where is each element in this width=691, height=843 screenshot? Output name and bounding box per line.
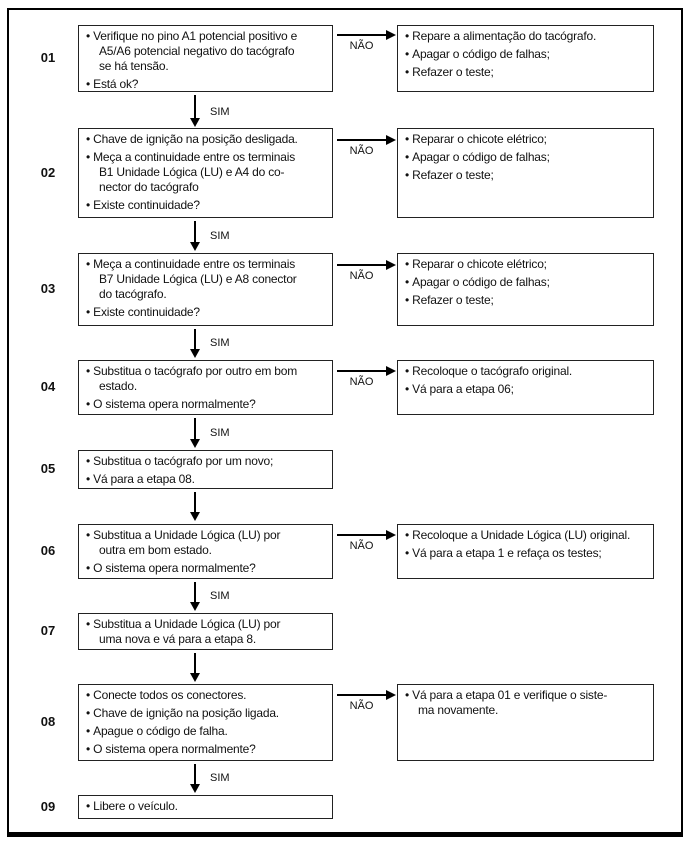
bullet-item: Substitua o tacógrafo por um novo;: [86, 454, 328, 469]
bullet-item: Vá para a etapa 01 e verifique o siste- …: [405, 688, 649, 718]
step-03-no-bullets: Reparar o chicote elétrico; Apagar o cód…: [405, 257, 649, 308]
step-03-bullets: Meça a continuidade entre os terminais B…: [86, 257, 328, 320]
arrow-right-icon: NÃO: [337, 690, 396, 712]
bullet-item: Vá para a etapa 08.: [86, 472, 328, 487]
no-label: NÃO: [349, 540, 374, 552]
step-02-box: Chave de ignição na posição desligada. M…: [78, 128, 333, 218]
step-01-number: 01: [40, 50, 56, 65]
step-01-no-box: Repare a alimentação do tacógrafo. Apaga…: [397, 25, 654, 92]
bullet-item: Reparar o chicote elétrico;: [405, 132, 649, 147]
step-01-box: Verifique no pino A1 potencial positivo …: [78, 25, 333, 92]
bullet-item: Verifique no pino A1 potencial positivo …: [86, 29, 328, 74]
bullet-item: Refazer o teste;: [405, 168, 649, 183]
bullet-item: Reparar o chicote elétrico;: [405, 257, 649, 272]
no-label: NÃO: [349, 700, 374, 712]
bullet-item: Substitua a Unidade Lógica (LU) por uma …: [86, 617, 328, 647]
bullet-item: Meça a continuidade entre os terminais B…: [86, 150, 328, 195]
no-label: NÃO: [349, 270, 374, 282]
bullet-item: Apague o código de falha.: [86, 724, 328, 739]
step-03-no-box: Reparar o chicote elétrico; Apagar o cód…: [397, 253, 654, 326]
step-04-bullets: Substitua o tacógrafo por outro em bom e…: [86, 364, 328, 412]
step-06-bullets: Substitua a Unidade Lógica (LU) por outr…: [86, 528, 328, 576]
step-05-box: Substitua o tacógrafo por um novo; Vá pa…: [78, 450, 333, 489]
step-08-box: Conecte todos os conectores. Chave de ig…: [78, 684, 333, 761]
arrow-down-icon: SIM: [190, 329, 230, 358]
yes-label: SIM: [210, 590, 230, 602]
step-09-box: Libere o veículo.: [78, 795, 333, 819]
yes-label: SIM: [210, 106, 230, 118]
bullet-item: Chave de ignição na posição ligada.: [86, 706, 328, 721]
step-08-number: 08: [40, 714, 56, 729]
bullet-item: Libere o veículo.: [86, 799, 328, 814]
arrow-down-icon: SIM: [190, 764, 230, 793]
bullet-item: Recoloque a Unidade Lógica (LU) original…: [405, 528, 649, 543]
bullet-item: Está ok?: [86, 77, 328, 92]
bullet-item: Apagar o código de falhas;: [405, 47, 649, 62]
step-07-number: 07: [40, 623, 56, 638]
bullet-item: Apagar o código de falhas;: [405, 150, 649, 165]
no-label: NÃO: [349, 376, 374, 388]
bullet-item: Existe continuidade?: [86, 305, 328, 320]
bullet-item: Refazer o teste;: [405, 65, 649, 80]
step-07-bullets: Substitua a Unidade Lógica (LU) por uma …: [86, 617, 328, 647]
bullet-item: Recoloque o tacógrafo original.: [405, 364, 649, 379]
step-02-bullets: Chave de ignição na posição desligada. M…: [86, 132, 328, 213]
bullet-item: O sistema opera normalmente?: [86, 561, 328, 576]
step-05-bullets: Substitua o tacógrafo por um novo; Vá pa…: [86, 454, 328, 487]
step-04-no-bullets: Recoloque o tacógrafo original. Vá para …: [405, 364, 649, 397]
step-06-box: Substitua a Unidade Lógica (LU) por outr…: [78, 524, 333, 579]
arrow-right-icon: NÃO: [337, 260, 396, 282]
no-label: NÃO: [349, 40, 374, 52]
step-01-bullets: Verifique no pino A1 potencial positivo …: [86, 29, 328, 92]
yes-label: SIM: [210, 230, 230, 242]
bullet-item: Vá para a etapa 06;: [405, 382, 649, 397]
bullet-item: Substitua a Unidade Lógica (LU) por outr…: [86, 528, 328, 558]
step-07-box: Substitua a Unidade Lógica (LU) por uma …: [78, 613, 333, 650]
bullet-item: Vá para a etapa 1 e refaça os testes;: [405, 546, 649, 561]
step-08-no-bullets: Vá para a etapa 01 e verifique o siste- …: [405, 688, 649, 718]
page-border: [7, 8, 683, 837]
step-08-no-box: Vá para a etapa 01 e verifique o siste- …: [397, 684, 654, 761]
arrow-down-icon: SIM: [190, 582, 230, 611]
bullet-item: Substitua o tacógrafo por outro em bom e…: [86, 364, 328, 394]
arrow-down-icon: [190, 653, 200, 682]
step-02-number: 02: [40, 165, 56, 180]
bullet-item: O sistema opera normalmente?: [86, 397, 328, 412]
yes-label: SIM: [210, 427, 230, 439]
arrow-right-icon: NÃO: [337, 135, 396, 157]
arrow-right-icon: NÃO: [337, 530, 396, 552]
arrow-down-icon: SIM: [190, 221, 230, 251]
bullet-item: Conecte todos os conectores.: [86, 688, 328, 703]
arrow-down-icon: [190, 492, 200, 521]
bullet-item: Refazer o teste;: [405, 293, 649, 308]
arrow-down-icon: SIM: [190, 418, 230, 448]
arrow-down-icon: SIM: [190, 95, 230, 127]
step-04-no-box: Recoloque o tacógrafo original. Vá para …: [397, 360, 654, 415]
step-06-number: 06: [40, 543, 56, 558]
step-01-no-bullets: Repare a alimentação do tacógrafo. Apaga…: [405, 29, 649, 80]
step-03-box: Meça a continuidade entre os terminais B…: [78, 253, 333, 326]
bullet-item: Apagar o código de falhas;: [405, 275, 649, 290]
bullet-item: Chave de ignição na posição desligada.: [86, 132, 328, 147]
no-label: NÃO: [349, 145, 374, 157]
bullet-item: Repare a alimentação do tacógrafo.: [405, 29, 649, 44]
yes-label: SIM: [210, 772, 230, 784]
arrow-right-icon: NÃO: [337, 366, 396, 388]
step-06-no-box: Recoloque a Unidade Lógica (LU) original…: [397, 524, 654, 579]
bullet-item: Meça a continuidade entre os terminais B…: [86, 257, 328, 302]
step-05-number: 05: [40, 461, 56, 476]
step-02-no-box: Reparar o chicote elétrico; Apagar o cód…: [397, 128, 654, 218]
step-09-number: 09: [40, 799, 56, 814]
step-03-number: 03: [40, 281, 56, 296]
yes-label: SIM: [210, 337, 230, 349]
step-09-bullets: Libere o veículo.: [86, 799, 328, 814]
bullet-item: Existe continuidade?: [86, 198, 328, 213]
step-08-bullets: Conecte todos os conectores. Chave de ig…: [86, 688, 328, 757]
step-04-box: Substitua o tacógrafo por outro em bom e…: [78, 360, 333, 415]
step-06-no-bullets: Recoloque a Unidade Lógica (LU) original…: [405, 528, 649, 561]
bullet-item: O sistema opera normalmente?: [86, 742, 328, 757]
step-02-no-bullets: Reparar o chicote elétrico; Apagar o cód…: [405, 132, 649, 183]
arrow-right-icon: NÃO: [337, 30, 396, 52]
step-04-number: 04: [40, 379, 56, 394]
